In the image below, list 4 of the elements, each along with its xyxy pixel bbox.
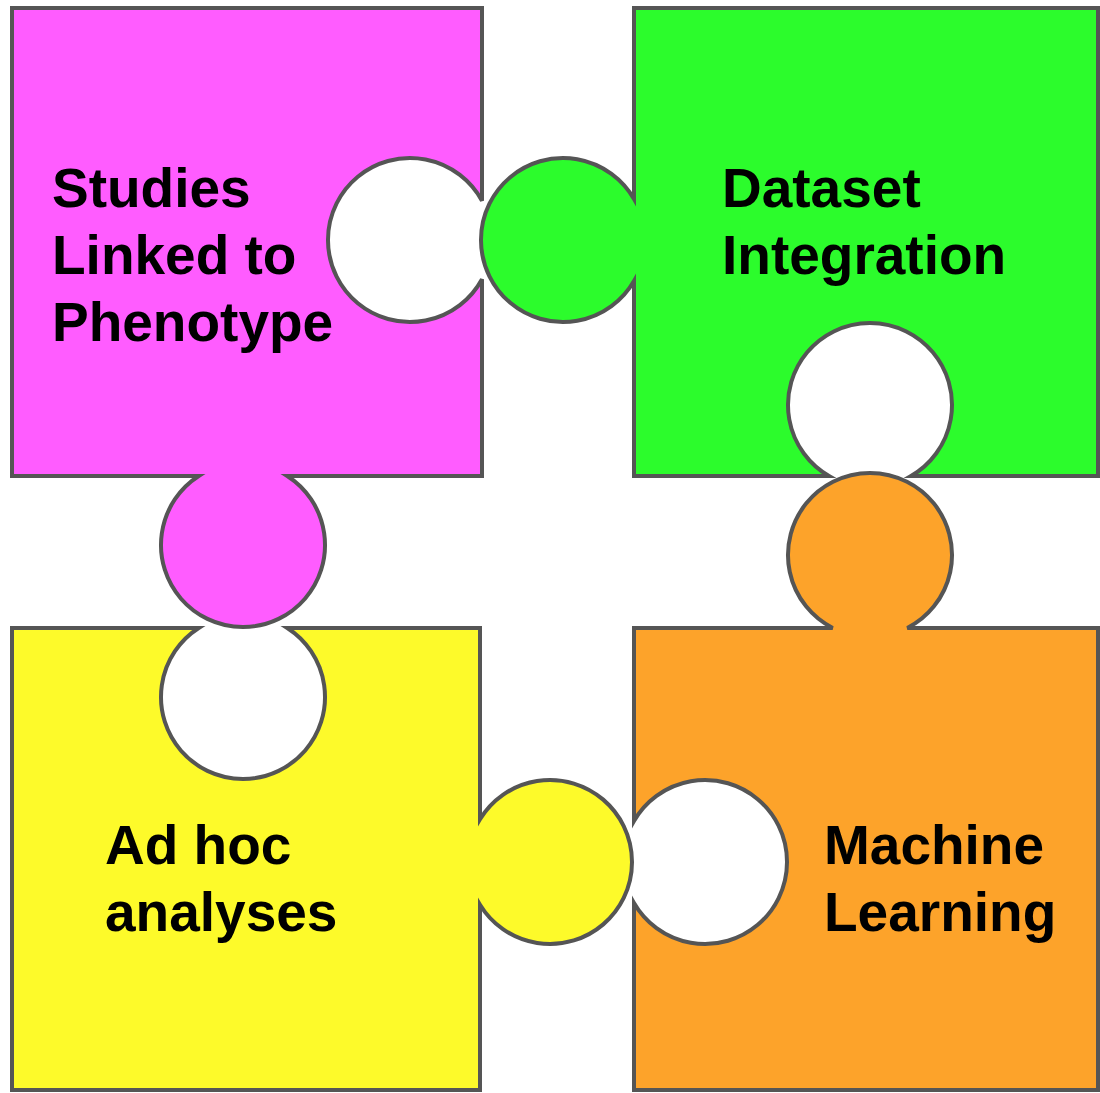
piece-label: Ad hoc analyses xyxy=(105,813,339,945)
piece-label: Dataset Integration xyxy=(722,156,1008,288)
piece-label: Studies Linked to Phenotype xyxy=(52,156,335,355)
piece-label: Machine Learning xyxy=(824,813,1058,945)
